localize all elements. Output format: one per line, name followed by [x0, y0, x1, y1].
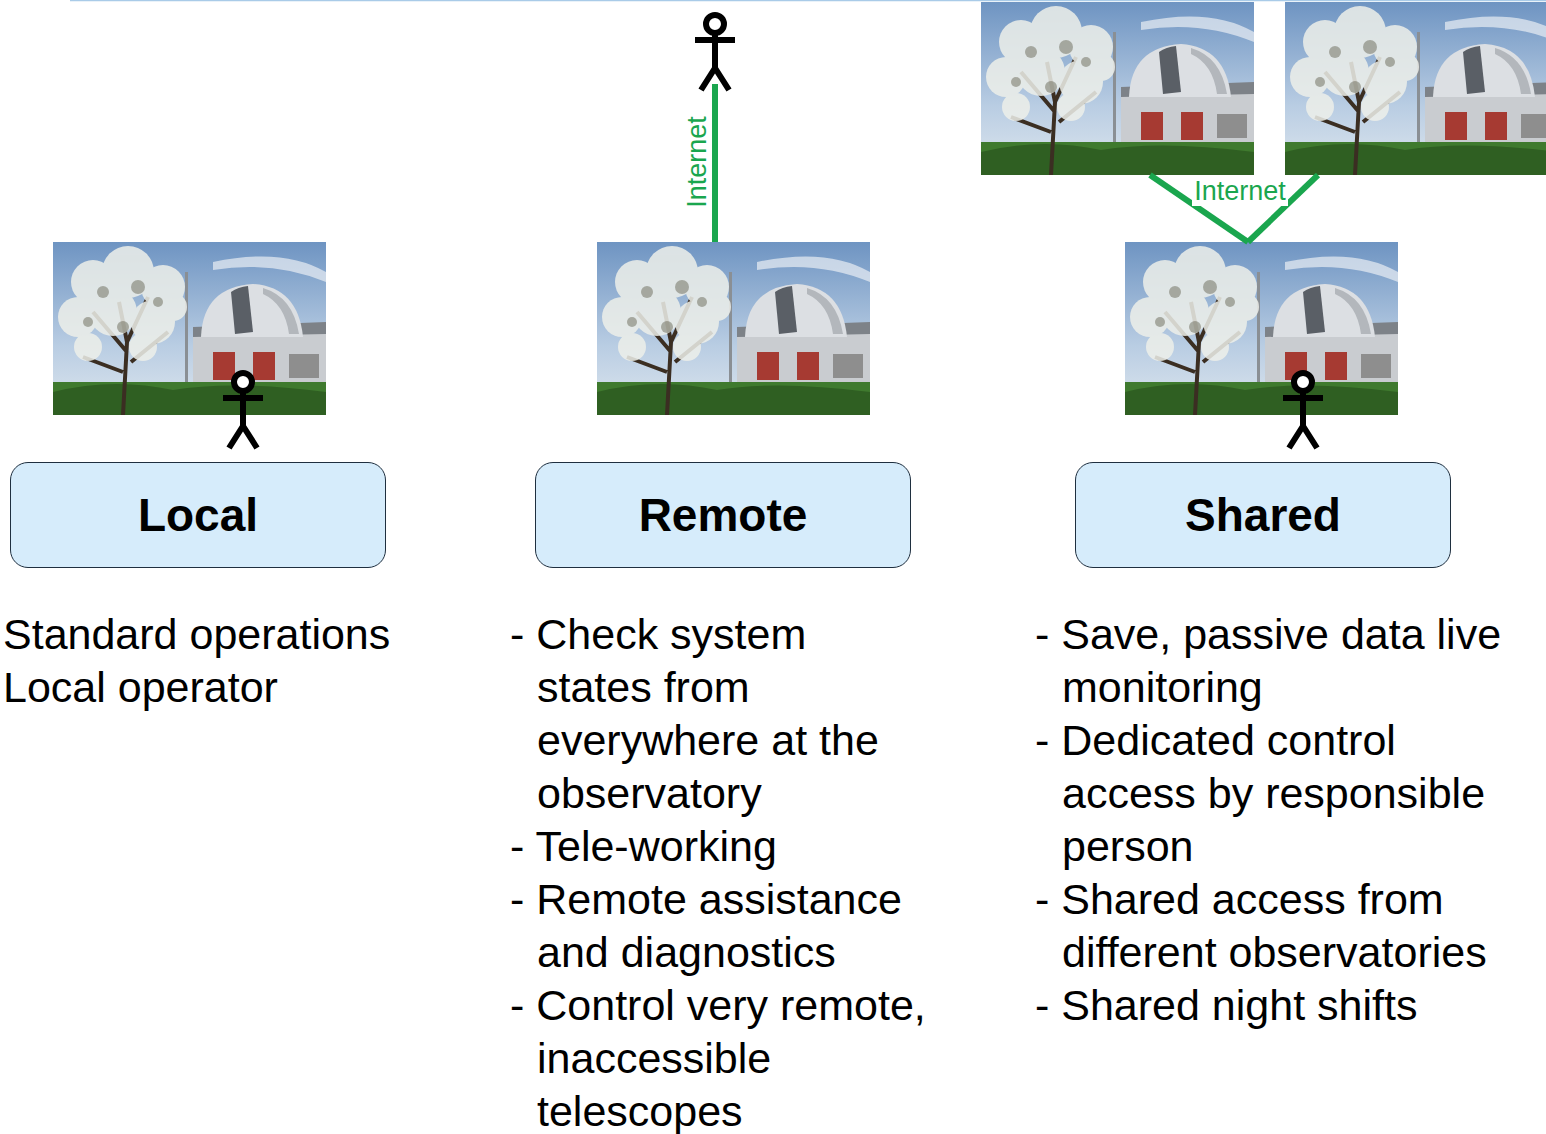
internet-link	[712, 84, 718, 242]
bullet-item: - Control very remote, inaccessible tele…	[510, 979, 975, 1134]
observatory-photo	[597, 242, 870, 415]
mode-box: Remote	[535, 462, 911, 568]
bullet-item: - Shared access from different observato…	[1035, 873, 1540, 979]
bullet-item: - Shared night shifts	[1035, 979, 1540, 1032]
observatory-photo	[1285, 2, 1546, 175]
bullet-item: - Save, passive data live monitoring	[1035, 608, 1540, 714]
mode-box: Local	[10, 462, 386, 568]
mode-title: Shared	[1185, 488, 1341, 542]
mode-box: Shared	[1075, 462, 1451, 568]
mode-note: Standard operations	[3, 608, 483, 661]
observatory-photo	[53, 242, 326, 415]
bullet-item: - Check system states from everywhere at…	[510, 608, 930, 820]
bullet-item: - Tele-working	[510, 820, 975, 873]
operator-figure	[1283, 373, 1323, 448]
observatory-photo	[981, 2, 1254, 175]
top-rule	[70, 0, 1546, 1]
bullet-item: - Remote assistance and diagnostics	[510, 873, 960, 979]
observatory-photo	[1125, 242, 1398, 415]
link-label: Internet	[682, 114, 712, 210]
mode-note: Local operator	[3, 661, 483, 714]
operator-figure	[695, 15, 735, 90]
mode-title: Local	[138, 488, 258, 542]
bullet-item: - Dedicated control access by responsibl…	[1035, 714, 1540, 873]
operator-figure	[223, 373, 263, 448]
link-label: Internet	[1192, 176, 1288, 206]
mode-title: Remote	[639, 488, 808, 542]
